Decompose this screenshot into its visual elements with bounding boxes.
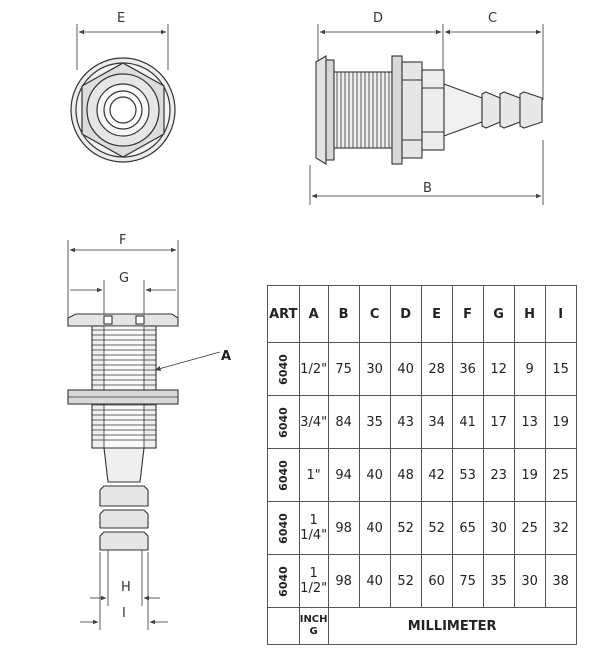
- art-code: 6040: [276, 459, 290, 491]
- dim-label-h: H: [121, 580, 131, 595]
- value-cell: 23: [482, 448, 515, 502]
- side-view: [309, 24, 544, 205]
- footer-empty: [267, 607, 300, 645]
- dim-label-i: I: [122, 606, 126, 621]
- value-cell: 42: [420, 448, 453, 502]
- table-row: 6040 1/2" 75 30 40 28 36 12 9 15: [267, 342, 577, 396]
- size-whole: 1: [309, 566, 318, 581]
- value-cell: 84: [327, 395, 360, 449]
- value-cell: 34: [420, 395, 453, 449]
- header-f: F: [451, 285, 484, 343]
- dim-label-g: G: [119, 271, 129, 286]
- header-a: A: [298, 285, 329, 343]
- value-cell: 94: [327, 448, 360, 502]
- size-cell: 1/2": [298, 342, 329, 396]
- inch-label: INCH: [299, 614, 328, 625]
- footer-millimeter-unit: MILLIMETER: [327, 607, 577, 645]
- header-g: G: [482, 285, 515, 343]
- dim-label-c: C: [488, 11, 497, 26]
- table-row: 6040 1" 94 40 48 42 53 23 19 25: [267, 448, 577, 502]
- value-cell: 52: [389, 501, 422, 555]
- value-cell: 40: [358, 501, 391, 555]
- header-h: H: [513, 285, 546, 343]
- value-cell: 19: [544, 395, 577, 449]
- value-cell: 28: [420, 342, 453, 396]
- dimensions-table: ART A B C D E F G H I 6040 1/2" 75 30 40…: [267, 285, 577, 645]
- value-cell: 25: [544, 448, 577, 502]
- table-row: 6040 3/4" 84 35 43 34 41 17 13 19: [267, 395, 577, 449]
- art-cell: 6040: [267, 448, 300, 502]
- header-art: ART: [267, 285, 300, 343]
- value-cell: 30: [482, 501, 515, 555]
- value-cell: 32: [544, 501, 577, 555]
- header-i: I: [544, 285, 577, 343]
- dim-label-a: A: [221, 349, 231, 364]
- value-cell: 98: [327, 554, 360, 608]
- header-e: E: [420, 285, 453, 343]
- art-code: 6040: [276, 512, 290, 544]
- art-cell: 6040: [267, 342, 300, 396]
- value-cell: 35: [482, 554, 515, 608]
- size-fraction: 1/4": [300, 528, 328, 543]
- value-cell: 52: [389, 554, 422, 608]
- dim-label-f: F: [119, 233, 126, 248]
- value-cell: 75: [327, 342, 360, 396]
- value-cell: 60: [420, 554, 453, 608]
- size-fraction: 1/2": [300, 581, 328, 596]
- value-cell: 25: [513, 501, 546, 555]
- inch-g-label: G: [309, 626, 318, 637]
- value-cell: 65: [451, 501, 484, 555]
- value-cell: 41: [451, 395, 484, 449]
- table-header-row: ART A B C D E F G H I: [267, 285, 577, 343]
- art-cell: 6040: [267, 554, 300, 608]
- value-cell: 36: [451, 342, 484, 396]
- value-cell: 40: [389, 342, 422, 396]
- art-cell: 6040: [267, 501, 300, 555]
- section-view: [67, 240, 221, 630]
- size-whole: 1: [309, 513, 318, 528]
- value-cell: 30: [513, 554, 546, 608]
- value-cell: 48: [389, 448, 422, 502]
- size-cell: 1": [298, 448, 329, 502]
- value-cell: 35: [358, 395, 391, 449]
- size-cell: 3/4": [298, 395, 329, 449]
- dim-label-d: D: [373, 11, 383, 26]
- value-cell: 75: [451, 554, 484, 608]
- value-cell: 40: [358, 554, 391, 608]
- dim-label-e: E: [117, 11, 125, 26]
- header-d: D: [389, 285, 422, 343]
- value-cell: 15: [544, 342, 577, 396]
- value-cell: 12: [482, 342, 515, 396]
- front-view: [70, 24, 176, 163]
- value-cell: 9: [513, 342, 546, 396]
- art-cell: 6040: [267, 395, 300, 449]
- value-cell: 52: [420, 501, 453, 555]
- art-code: 6040: [276, 353, 290, 385]
- value-cell: 19: [513, 448, 546, 502]
- value-cell: 53: [451, 448, 484, 502]
- art-code: 6040: [276, 565, 290, 597]
- header-c: C: [358, 285, 391, 343]
- value-cell: 43: [389, 395, 422, 449]
- art-code: 6040: [276, 406, 290, 438]
- value-cell: 98: [327, 501, 360, 555]
- dim-label-b: B: [423, 181, 432, 196]
- header-b: B: [327, 285, 360, 343]
- value-cell: 13: [513, 395, 546, 449]
- value-cell: 17: [482, 395, 515, 449]
- value-cell: 40: [358, 448, 391, 502]
- value-cell: 30: [358, 342, 391, 396]
- value-cell: 38: [544, 554, 577, 608]
